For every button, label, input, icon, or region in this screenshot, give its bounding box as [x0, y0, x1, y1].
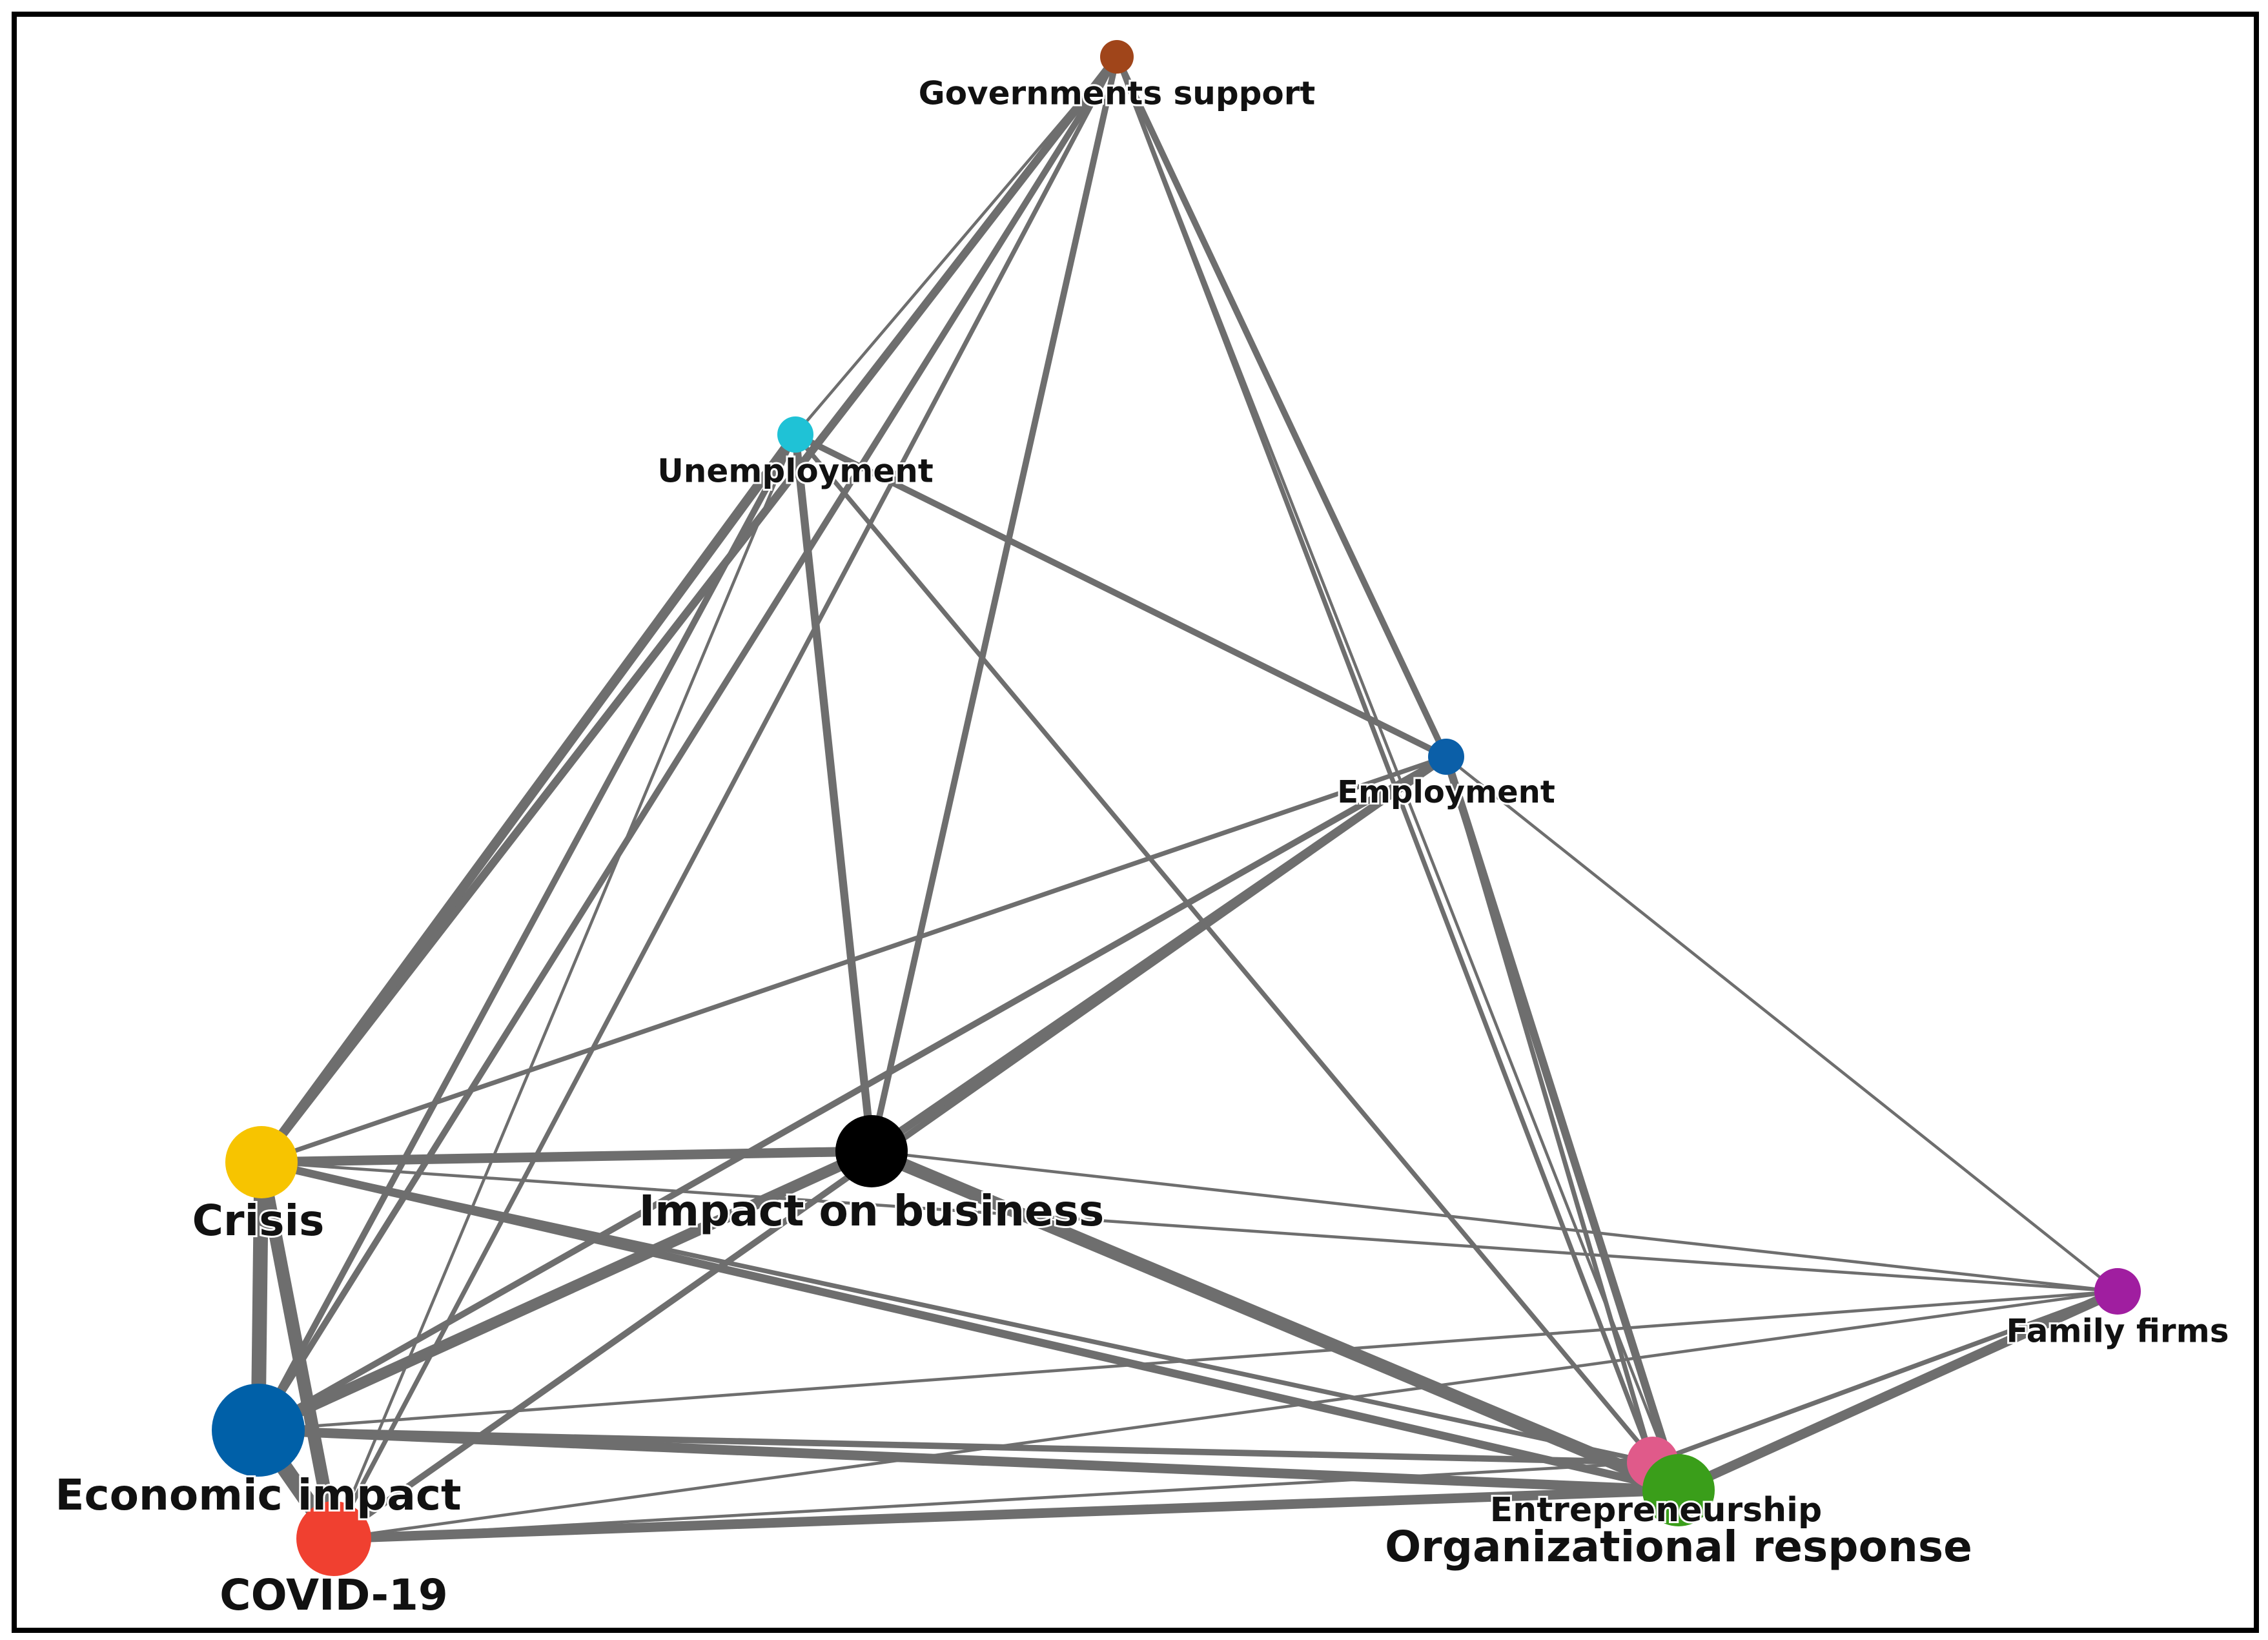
label-covid-19: COVID-19	[220, 1570, 448, 1620]
edge-covid-19-entrepreneurship	[333, 1461, 1653, 1541]
label-family-firms: Family firms	[2007, 1313, 2229, 1350]
edge-family-firms-entrepreneurship	[1651, 1289, 2119, 1465]
label-economic-impact: Economic impact	[55, 1470, 461, 1520]
edge-governments-support-entrepreneurship	[1114, 56, 1655, 1464]
edge-covid-19-organizational-response	[333, 1485, 1679, 1544]
node-unemployment	[777, 416, 813, 453]
label-organizational-response: Organizational response	[1385, 1522, 1972, 1572]
edge-employment-economic-impact	[256, 753, 1448, 1433]
node-family-firms	[2094, 1268, 2141, 1315]
node-layer	[212, 40, 2141, 1576]
edge-employment-family-firms	[1445, 755, 2119, 1293]
edge-unemployment-economic-impact	[255, 433, 799, 1432]
edge-layer	[250, 54, 2120, 1544]
edge-crisis-impact-on-business	[261, 1146, 872, 1167]
edge-employment-organizational-response	[1442, 755, 1682, 1491]
edge-governments-support-employment	[1114, 55, 1449, 759]
edge-governments-support-crisis	[258, 54, 1120, 1165]
edge-impact-on-business-family-firms	[871, 1149, 2118, 1293]
node-employment	[1428, 739, 1464, 775]
edge-unemployment-organizational-response	[793, 433, 1681, 1492]
label-governments-support: Governments support	[919, 75, 1316, 112]
edge-covid-19-family-firms	[333, 1289, 2118, 1541]
node-governments-support	[1100, 40, 1134, 74]
edge-economic-impact-organizational-response	[258, 1425, 1679, 1495]
edge-unemployment-impact-on-business	[791, 434, 876, 1152]
label-impact-on-business: Impact on business	[639, 1186, 1105, 1236]
node-covid-19	[296, 1501, 371, 1576]
label-unemployment: Unemployment	[657, 453, 934, 490]
node-economic-impact	[212, 1384, 305, 1477]
node-crisis	[225, 1126, 298, 1198]
edge-economic-impact-entrepreneurship	[258, 1427, 1653, 1466]
edge-family-firms-organizational-response	[1676, 1287, 2120, 1495]
edge-economic-impact-family-firms	[258, 1289, 2118, 1432]
edge-crisis-entrepreneurship	[261, 1160, 1653, 1465]
edge-crisis-organizational-response	[260, 1158, 1680, 1495]
edge-governments-support-covid-19	[331, 56, 1119, 1540]
edge-unemployment-employment	[793, 431, 1448, 760]
edge-unemployment-crisis	[257, 431, 800, 1165]
edge-crisis-family-firms	[261, 1160, 2118, 1293]
edge-governments-support-impact-on-business	[868, 56, 1120, 1153]
edge-impact-on-business-organizational-response	[869, 1145, 1681, 1497]
edge-governments-support-economic-impact	[255, 55, 1120, 1432]
edge-employment-crisis	[260, 754, 1447, 1165]
edge-crisis-covid-19	[255, 1161, 340, 1540]
label-employment: Employment	[1337, 774, 1555, 810]
edge-impact-on-business-economic-impact	[256, 1145, 874, 1436]
label-entrepreneurship: Entrepreneurship	[1490, 1491, 1822, 1530]
label-layer: Governments supportUnemploymentEmploymen…	[53, 73, 2231, 1623]
node-organizational-response	[1642, 1454, 1715, 1526]
label-crisis: Crisis	[192, 1196, 325, 1245]
edge-employment-impact-on-business	[869, 753, 1449, 1155]
node-impact-on-business	[835, 1115, 908, 1187]
